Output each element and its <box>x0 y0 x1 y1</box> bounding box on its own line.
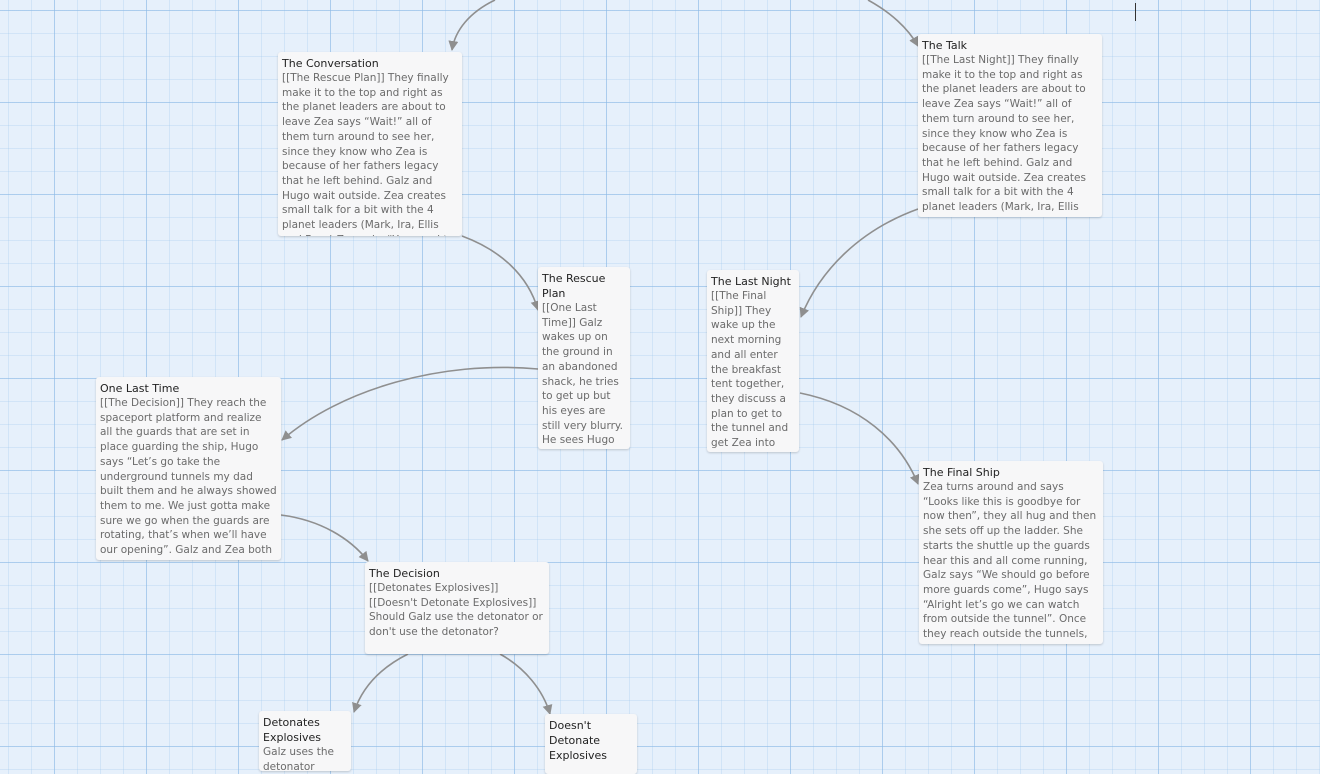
passage-excerpt: [[The Final Ship]] They wake up the next… <box>711 290 789 452</box>
link-offscreen-to-the-talk <box>867 0 919 47</box>
passage-the-rescue-plan[interactable]: The Rescue Plan [[One Last Time]] Galz w… <box>538 267 630 449</box>
passage-excerpt: [[The Decision]] They reach the spacepor… <box>100 397 277 560</box>
passage-the-conversation[interactable]: The Conversation [[The Rescue Plan]] The… <box>278 52 462 236</box>
passage-title: Doesn't Detonate Explosives <box>549 719 608 762</box>
passage-the-last-night[interactable]: The Last Night [[The Final Ship]] They w… <box>707 270 799 452</box>
passage-excerpt: [[One Last Time]] Galz wakes up on the g… <box>542 302 623 447</box>
passage-excerpt: [[The Rescue Plan]] They finally make it… <box>282 72 454 236</box>
passage-title: The Decision <box>369 567 440 580</box>
passage-title: The Rescue Plan <box>542 272 606 300</box>
link-one-last-time-to-the-decision <box>280 514 369 562</box>
passage-title: Detonates Explosives <box>263 716 322 744</box>
link-the-rescue-plan-to-one-last-time <box>281 366 539 441</box>
passage-doesnt-detonate-explosives[interactable]: Doesn't Detonate Explosives <box>545 714 637 774</box>
passage-title: The Talk <box>922 39 968 52</box>
link-the-decision-to-doesnt-detonate <box>499 653 553 715</box>
passage-excerpt: [[Detonates Explosives]] [[Doesn't Deton… <box>369 582 543 639</box>
passage-excerpt: [[The Last Night]] They finally make it … <box>922 54 1094 217</box>
link-offscreen-to-the-conversation <box>448 0 496 51</box>
link-the-talk-to-the-last-night <box>799 208 919 318</box>
passage-title: The Final Ship <box>923 466 1000 479</box>
passage-excerpt: Galz uses the detonator which <box>263 746 334 771</box>
passage-the-final-ship[interactable]: The Final Ship Zea turns around and says… <box>919 461 1103 644</box>
passage-detonates-explosives[interactable]: Detonates Explosives Galz uses the deton… <box>259 711 351 771</box>
passage-title: The Conversation <box>282 57 379 70</box>
passage-title: The Last Night <box>711 275 791 288</box>
passage-the-decision[interactable]: The Decision [[Detonates Explosives]] [[… <box>365 562 549 654</box>
link-the-last-night-to-the-final-ship <box>799 392 920 485</box>
link-the-decision-to-detonates-explosives <box>352 653 409 713</box>
passage-the-talk[interactable]: The Talk [[The Last Night]] They finally… <box>918 34 1102 217</box>
passage-title: One Last Time <box>100 382 180 395</box>
passage-excerpt: Zea turns around and says “Looks like th… <box>923 481 1097 644</box>
passage-one-last-time[interactable]: One Last Time [[The Decision]] They reac… <box>96 377 281 560</box>
link-the-conversation-to-the-rescue-plan <box>461 235 541 311</box>
text-cursor <box>1135 3 1136 21</box>
